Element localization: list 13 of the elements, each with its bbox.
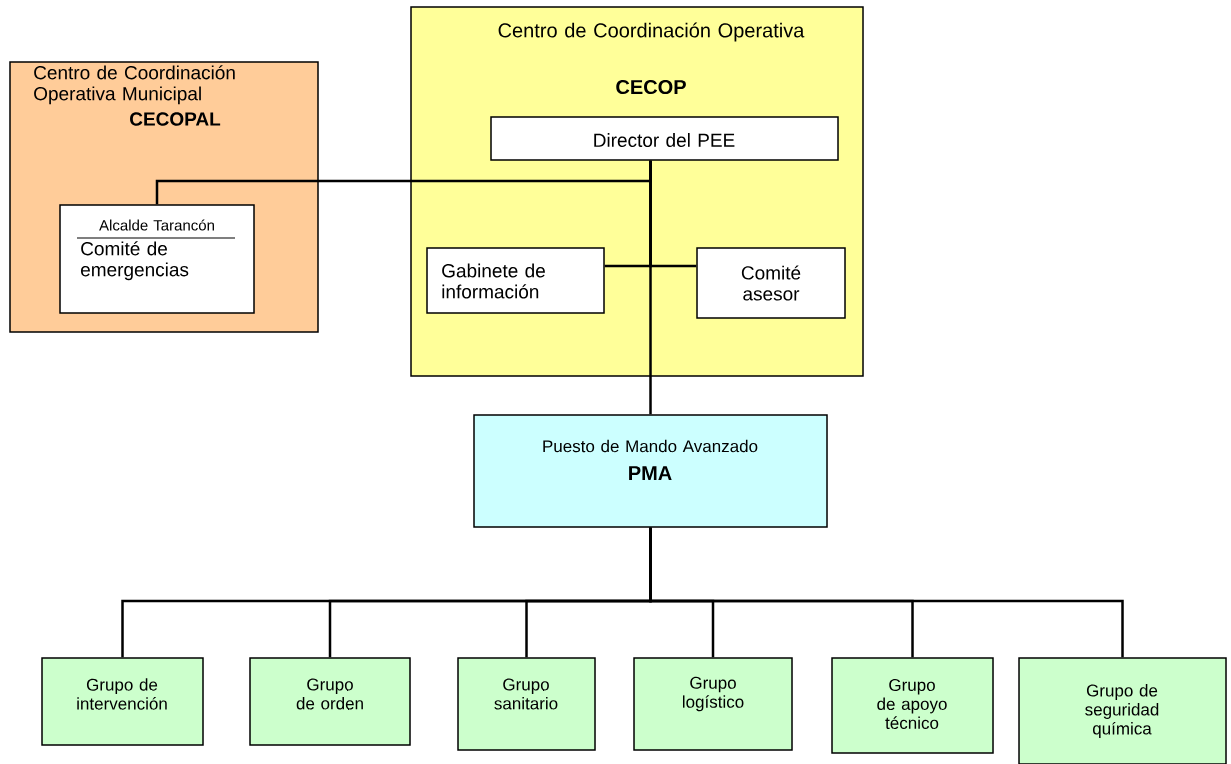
process-box: Grupo de apoyo técnico [831,657,994,754]
process-box: Comité asesor [696,247,846,319]
process-box: Grupo de seguridad química [1018,657,1227,764]
process-box: Grupo logístico [633,657,793,751]
process-box: Gabinete de información [426,247,605,314]
committee-box: Alcalde Tarancón Comité de emergencias [59,204,255,314]
process-box: Puesto de Mando Avanzado PMA [473,414,828,528]
process-box: Grupo sanitario [457,657,596,751]
process-box: Director del PEE [490,116,839,161]
process-box: Grupo de orden [249,657,411,746]
connector-line [649,160,652,415]
process-box: Grupo de intervención [41,657,204,746]
connector-line [649,527,1124,658]
